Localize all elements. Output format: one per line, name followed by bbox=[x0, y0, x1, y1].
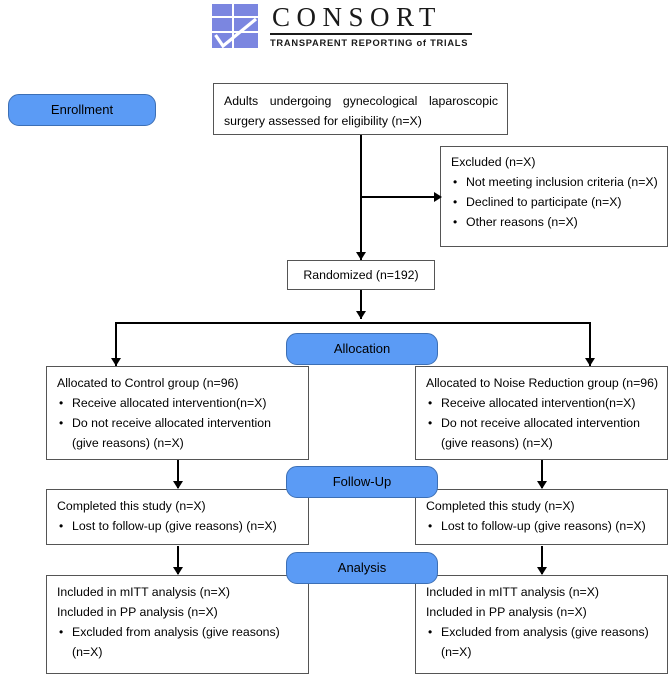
list-item: Lost to follow-up (give reasons) (n=X) bbox=[57, 516, 299, 536]
connector-split-right-drop bbox=[589, 322, 591, 366]
analysis-left-heading-1: Included in mITT analysis (n=X) bbox=[57, 585, 231, 599]
consort-tagline: TRANSPARENT REPORTING of TRIALS bbox=[270, 38, 469, 48]
arrowhead-followup-left bbox=[173, 481, 183, 489]
allocation-right-list: Receive allocated intervention(n=X) Do n… bbox=[426, 393, 658, 453]
phase-pill-enrollment[interactable]: Enrollment bbox=[8, 94, 156, 126]
allocation-left-item-2-line-2: (give reasons) (n=X) bbox=[72, 436, 184, 450]
arrowhead-analysis-right bbox=[537, 567, 547, 575]
allocation-left-heading: Allocated to Control group (n=96) bbox=[57, 376, 239, 390]
connector-followup-left-to-analysis bbox=[177, 546, 179, 574]
allocation-right-box: Allocated to Noise Reduction group (n=96… bbox=[415, 366, 668, 460]
allocation-right-heading: Allocated to Noise Reduction group (n=96… bbox=[426, 376, 659, 390]
arrowhead-analysis-left bbox=[173, 567, 183, 575]
followup-left-item-1: Lost to follow-up (give reasons) (n=X) bbox=[72, 519, 277, 533]
consort-logo: CONSORT TRANSPARENT REPORTING of TRIALS bbox=[212, 2, 474, 52]
randomized-box: Randomized (n=192) bbox=[287, 260, 435, 290]
list-item: Do not receive allocated intervention (g… bbox=[426, 413, 658, 453]
arrowhead-to-randomized bbox=[356, 252, 366, 260]
phase-pill-analysis[interactable]: Analysis bbox=[286, 552, 438, 584]
logo-divider bbox=[270, 33, 472, 35]
analysis-right-heading-1: Included in mITT analysis (n=X) bbox=[426, 585, 600, 599]
analysis-right-list: Excluded from analysis (give reasons) (n… bbox=[426, 622, 658, 662]
connector-to-excluded bbox=[360, 196, 436, 198]
enrollment-line-1: Adults undergoing gynecological laparosc… bbox=[224, 94, 498, 108]
analysis-right-item-line-2: (n=X) bbox=[441, 645, 472, 659]
arrowhead-alloc-right bbox=[585, 358, 595, 366]
followup-right-heading: Completed this study (n=X) bbox=[426, 499, 575, 513]
excluded-item-3: Other reasons (n=X) bbox=[466, 215, 578, 229]
connector-split-left-drop bbox=[115, 322, 117, 366]
consort-wordmark-block: CONSORT TRANSPARENT REPORTING of TRIALS bbox=[270, 2, 474, 48]
list-item: Receive allocated intervention(n=X) bbox=[426, 393, 658, 413]
consort-wordmark: CONSORT bbox=[272, 2, 442, 32]
connector-allocation-split-bar bbox=[115, 322, 590, 324]
analysis-right-heading-2: Included in PP analysis (n=X) bbox=[426, 605, 587, 619]
phase-pill-followup[interactable]: Follow-Up bbox=[286, 466, 438, 498]
followup-right-list: Lost to follow-up (give reasons) (n=X) bbox=[426, 516, 658, 536]
analysis-left-item-line-2: (n=X) bbox=[72, 645, 103, 659]
analysis-left-item-line-1: Excluded from analysis (give reasons) bbox=[72, 625, 280, 639]
list-item: Excluded from analysis (give reasons) (n… bbox=[57, 622, 299, 662]
analysis-right-item-line-1: Excluded from analysis (give reasons) bbox=[441, 625, 649, 639]
allocation-right-item-2-line-1: Do not receive allocated intervention bbox=[441, 416, 640, 430]
followup-left-box: Completed this study (n=X) Lost to follo… bbox=[46, 489, 309, 545]
connector-alloc-right-to-followup bbox=[541, 460, 543, 488]
allocation-right-item-2-line-2: (give reasons) (n=X) bbox=[441, 436, 553, 450]
allocation-left-box: Allocated to Control group (n=96) Receiv… bbox=[46, 366, 309, 460]
followup-right-item-1: Lost to follow-up (give reasons) (n=X) bbox=[441, 519, 646, 533]
excluded-item-1: Not meeting inclusion criteria (n=X) bbox=[466, 175, 658, 189]
arrowhead-to-excluded bbox=[434, 192, 442, 202]
connector-followup-right-to-analysis bbox=[541, 546, 543, 574]
followup-right-box: Completed this study (n=X) Lost to follo… bbox=[415, 489, 668, 545]
analysis-right-box: Included in mITT analysis (n=X) Included… bbox=[415, 575, 668, 674]
arrowhead-alloc-left bbox=[111, 358, 121, 366]
enrollment-line-2: surgery assessed for eligibility (n=X) bbox=[224, 114, 422, 128]
list-item: Receive allocated intervention(n=X) bbox=[57, 393, 299, 413]
connector-alloc-left-to-followup bbox=[177, 460, 179, 488]
randomized-label: Randomized (n=192) bbox=[303, 268, 419, 282]
allocation-right-item-1-line-1: Receive allocated intervention(n=X) bbox=[441, 396, 636, 410]
excluded-item-2: Declined to participate (n=X) bbox=[466, 195, 622, 209]
arrowhead-split-stem bbox=[356, 311, 366, 319]
list-item: Other reasons (n=X) bbox=[451, 212, 658, 232]
phase-pill-allocation[interactable]: Allocation bbox=[286, 333, 438, 365]
followup-left-list: Lost to follow-up (give reasons) (n=X) bbox=[57, 516, 299, 536]
enrollment-eligibility-box: Adults undergoing gynecological laparosc… bbox=[213, 83, 508, 135]
analysis-left-box: Included in mITT analysis (n=X) Included… bbox=[46, 575, 309, 674]
excluded-heading: Excluded (n=X) bbox=[451, 155, 536, 169]
analysis-left-heading-2: Included in PP analysis (n=X) bbox=[57, 605, 218, 619]
followup-left-heading: Completed this study (n=X) bbox=[57, 499, 206, 513]
excluded-box: Excluded (n=X) Not meeting inclusion cri… bbox=[440, 146, 668, 247]
connector-randomized-down bbox=[360, 290, 362, 319]
excluded-list: Not meeting inclusion criteria (n=X) Dec… bbox=[451, 172, 658, 232]
allocation-left-item-1-line-1: Receive allocated intervention(n=X) bbox=[72, 396, 267, 410]
arrowhead-followup-right bbox=[537, 481, 547, 489]
list-item: Not meeting inclusion criteria (n=X) bbox=[451, 172, 658, 192]
allocation-left-list: Receive allocated intervention(n=X) Do n… bbox=[57, 393, 299, 453]
allocation-left-item-2-line-1: Do not receive allocated intervention bbox=[72, 416, 271, 430]
consort-checkmark-grid-icon bbox=[212, 4, 258, 48]
list-item: Do not receive allocated intervention (g… bbox=[57, 413, 299, 453]
list-item: Excluded from analysis (give reasons) (n… bbox=[426, 622, 658, 662]
list-item: Lost to follow-up (give reasons) (n=X) bbox=[426, 516, 658, 536]
analysis-left-list: Excluded from analysis (give reasons) (n… bbox=[57, 622, 299, 662]
list-item: Declined to participate (n=X) bbox=[451, 192, 658, 212]
